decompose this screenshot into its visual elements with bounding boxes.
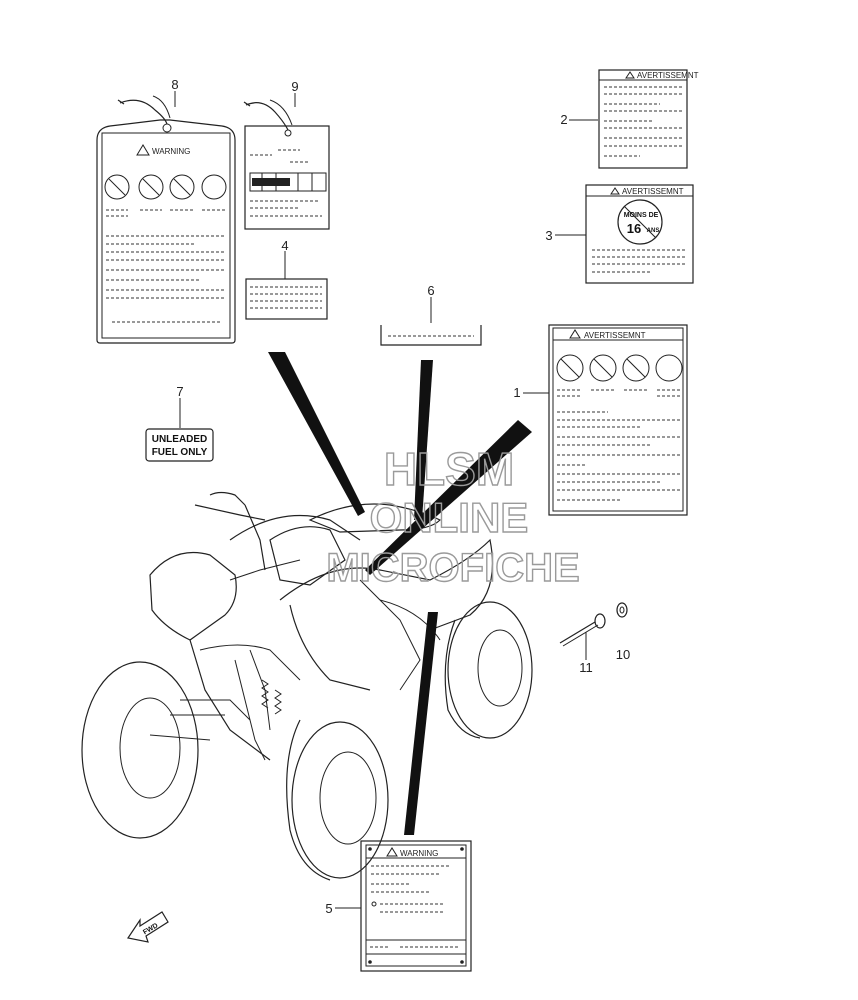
atv-illustration xyxy=(81,491,533,881)
wear-helmet-icon xyxy=(655,354,683,382)
watermark-line2: ONLINE xyxy=(370,494,529,541)
label-3-badge-unit: ANS xyxy=(647,228,660,234)
no-drinking-icon xyxy=(138,174,164,200)
part-11-pin xyxy=(559,613,606,647)
fwd-arrow-icon: FWD xyxy=(127,911,169,943)
no-paved-road-icon xyxy=(622,354,650,382)
watermark-line1: HLSM xyxy=(384,443,514,495)
no-paved-road-icon xyxy=(169,174,195,200)
label-7-line1: UNLEADED xyxy=(152,434,208,445)
watermark: HLSM ONLINE MICROFICHE xyxy=(326,442,581,590)
label-7-line2: FUEL ONLY xyxy=(152,447,208,458)
label-3-header: AVERTISSEMNT xyxy=(622,187,684,196)
label-7-unleaded-fuel-only: UNLEADED FUEL ONLY xyxy=(145,428,214,462)
label-1-header: AVERTISSEMNT xyxy=(584,331,646,340)
no-passenger-icon xyxy=(556,354,584,382)
label-5-header: WARNING xyxy=(400,849,438,858)
label-8-warning-tag: WARNING xyxy=(96,95,236,344)
callout-11: 11 xyxy=(579,660,593,675)
callout-1: 1 xyxy=(513,385,520,400)
watermark-line3: MICROFICHE xyxy=(326,546,579,590)
callout-numbers: 8 9 2 3 4 6 1 7 5 10 11 xyxy=(171,77,630,916)
callout-5: 5 xyxy=(325,901,332,916)
label-6 xyxy=(380,325,482,346)
label-4 xyxy=(245,278,328,320)
label-9-tag xyxy=(243,99,330,230)
callout-9: 9 xyxy=(291,79,298,94)
no-drinking-icon xyxy=(589,354,617,382)
under-16-prohibited-icon xyxy=(617,199,663,245)
label-2-header: AVERTISSEMNT xyxy=(637,71,699,80)
label-3: AVERTISSEMNT MOINS DE 16 ANS xyxy=(585,184,694,284)
callout-7: 7 xyxy=(176,384,183,399)
label-5-warning: WARNING xyxy=(360,840,472,972)
label-3-badge-num: 16 xyxy=(627,221,641,236)
label-3-badge-top: MOINS DE xyxy=(624,212,659,219)
label-8-header: WARNING xyxy=(152,147,190,156)
label-2: AVERTISSEMNT xyxy=(598,69,699,169)
callout-10: 10 xyxy=(616,647,630,662)
callout-4: 4 xyxy=(281,238,288,253)
label-1-avertissemnt: AVERTISSEMNT xyxy=(548,324,688,516)
callout-2: 2 xyxy=(560,112,567,127)
wear-helmet-icon xyxy=(201,174,227,200)
pointer-wedges xyxy=(268,352,532,835)
callout-leaders xyxy=(174,91,598,909)
callout-3: 3 xyxy=(545,228,552,243)
callout-6: 6 xyxy=(427,283,434,298)
no-passenger-icon xyxy=(104,174,130,200)
part-10-washer xyxy=(616,602,628,618)
callout-8: 8 xyxy=(171,77,178,92)
